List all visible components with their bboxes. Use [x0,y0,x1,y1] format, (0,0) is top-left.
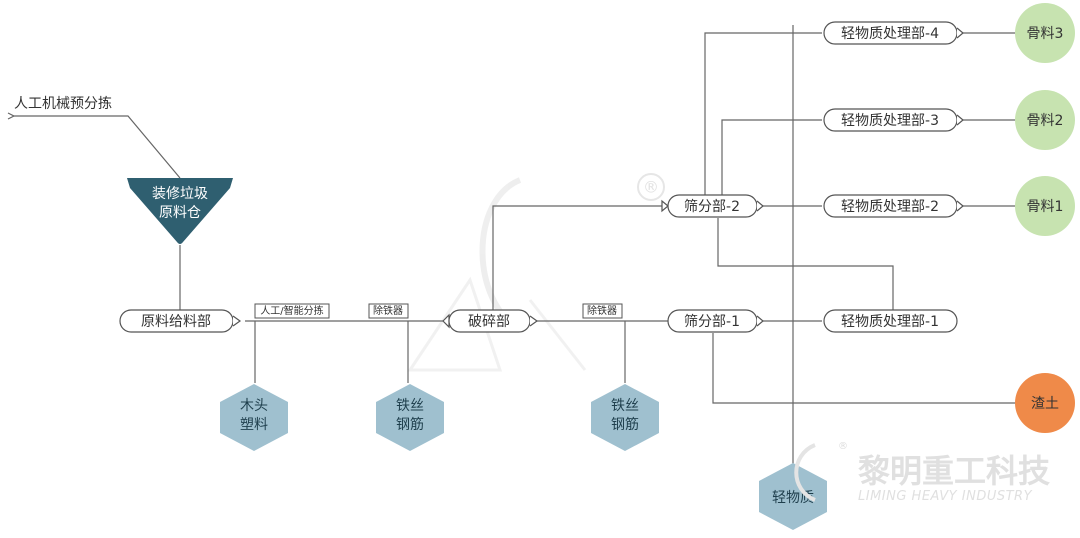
light-processing-4-node: 轻物质处理部-4 [823,21,964,45]
aggregate-3-label: 骨料3 [1027,26,1064,42]
registered-mark: ® [643,178,659,197]
pre-sort-label: 人工机械预分拣 [14,96,112,112]
light-processing-3-label: 轻物质处理部-3 [841,113,939,129]
plastic-label: 塑料 [240,417,268,433]
light-processing-1-label: 轻物质处理部-1 [841,314,939,330]
light-material-output: 轻物质 [759,463,827,530]
screen-1-node: 筛分部-1 [667,309,764,333]
wood-label: 木头 [240,398,268,414]
iron-remover-1-label: 除铁器 [373,304,403,317]
brand-name-en: LIMING HEAVY INDUSTRY [858,489,1033,504]
raw-bin-label-1: 装修垃圾 [152,186,208,202]
brand-registered-mark: ® [838,441,848,452]
iron-remover-2-box: 除铁器 [582,303,623,319]
screen-2-node: 筛分部-2 [661,194,764,218]
steel-output-1: 铁丝 钢筋 [376,384,444,451]
feeder-label: 原料给料部 [141,314,211,330]
light-processing-2-node: 轻物质处理部-2 [823,194,964,218]
light-processing-2-label: 轻物质处理部-2 [841,199,939,215]
aggregate-1-output: 骨料1 [1015,176,1075,236]
brand-watermark: ® 黎明重工科技 LIMING HEAVY INDUSTRY [794,441,1050,504]
steel-1-label-1: 铁丝 [396,398,424,414]
residue-label: 渣土 [1031,396,1059,412]
raw-bin-label-2: 原料仓 [159,205,201,221]
aggregate-1-label: 骨料1 [1027,199,1064,215]
light-processing-3-node: 轻物质处理部-3 [823,108,964,132]
crusher-node: 破碎部 [442,309,539,333]
crusher-label: 破碎部 [468,314,510,330]
steel-output-2: 铁丝 钢筋 [591,384,659,451]
light-processing-1-node: 轻物质处理部-1 [823,309,958,333]
light-processing-4-label: 轻物质处理部-4 [841,26,939,42]
screen-2-label: 筛分部-2 [684,199,740,215]
raw-bin: 装修垃圾 原料仓 [127,178,233,244]
aggregate-2-output: 骨料2 [1015,90,1075,150]
residue-output: 渣土 [1015,373,1075,433]
feeder-node: 原料给料部 [119,309,242,333]
manual-sort-label: 人工/智能分拣 [260,304,323,317]
flow-lines [7,25,1015,470]
screen-1-label: 筛分部-1 [684,314,740,330]
iron-remover-2-label: 除铁器 [587,304,617,317]
manual-sort-box: 人工/智能分拣 [254,303,330,319]
brand-name-cn: 黎明重工科技 [858,452,1050,490]
steel-2-label-1: 铁丝 [611,398,639,414]
wood-plastic-output: 木头 塑料 [220,384,288,451]
steel-1-label-2: 钢筋 [396,416,424,433]
iron-remover-1-box: 除铁器 [368,303,409,319]
watermark-logo: ® [407,173,665,372]
steel-2-label-2: 钢筋 [611,416,639,433]
aggregate-3-output: 骨料3 [1015,3,1075,63]
aggregate-2-label: 骨料2 [1027,113,1064,129]
